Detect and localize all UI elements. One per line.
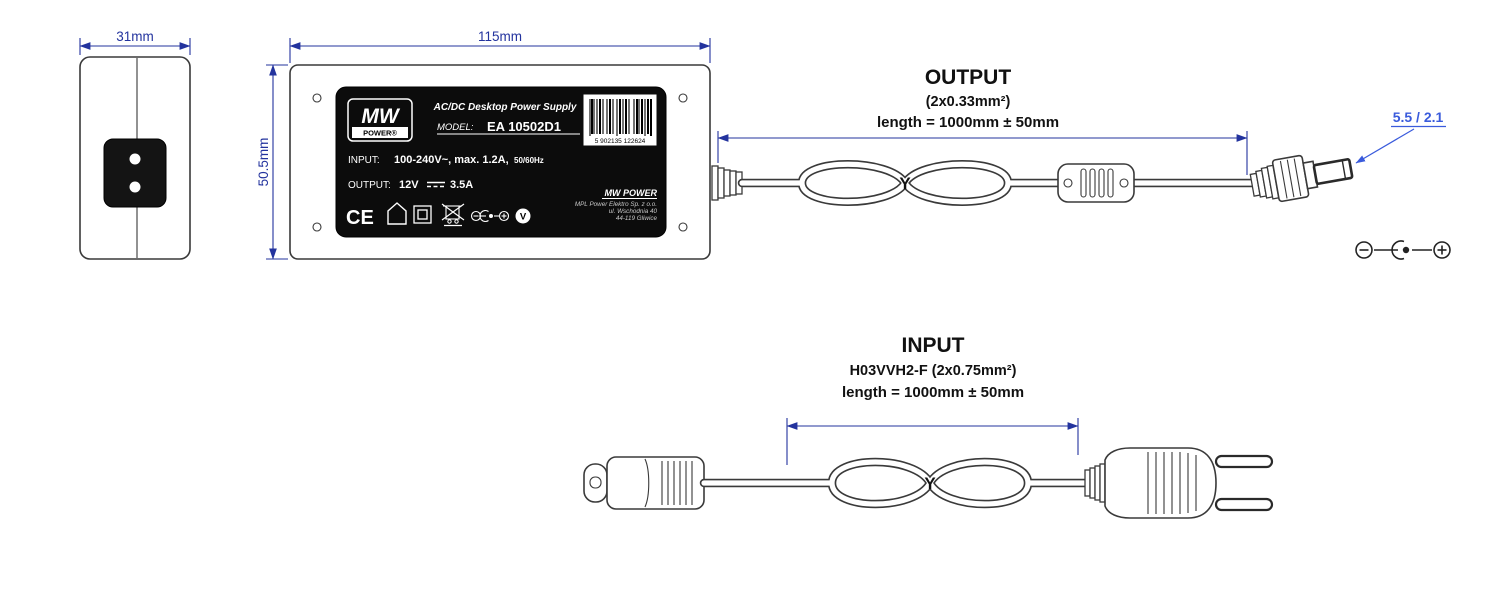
polarity-diagram [1355, 240, 1451, 260]
barcode: 5 902135 122624 [583, 94, 657, 146]
manufacturer-block: MW POWER MPL Power Elektro Sp. z o.o. ul… [575, 188, 658, 222]
input-cable-assembly: INPUT H03VVH2-F (2x0.75mm²) length = 100… [583, 334, 1274, 519]
dc-symbol-icon [427, 181, 445, 188]
screw-hole-icon [678, 222, 688, 232]
input-cable-mark: Y [924, 474, 936, 493]
company-name: MW POWER [605, 188, 658, 198]
dc-plug [1249, 154, 1354, 203]
adapter-top-view: 115mm 50.5mm MW POWER® AC/DC Desktop Pow… [256, 29, 711, 260]
ce-mark-icon: CE [346, 207, 374, 229]
input-value: 100-240V~, max. 1.2A, [394, 154, 509, 166]
logo-mw-text: MW [361, 105, 400, 128]
output-dimension-lines [717, 131, 1248, 175]
output-voltage: 12V [399, 179, 419, 191]
input-frequency: 50/60Hz [514, 156, 544, 165]
screw-hole-icon [312, 222, 322, 232]
company-address-2: ul. Wschodnia 40 [609, 208, 658, 215]
model-label: MODEL: [437, 122, 474, 133]
side-width-dimension: 31mm [116, 29, 154, 44]
model-value: EA 10502D1 [487, 119, 561, 134]
mains-plug [1084, 447, 1274, 519]
plug-size-label: 5.5 / 2.1 [1393, 109, 1444, 125]
c8-inlet-icon [103, 138, 167, 208]
dimension-115mm: 115mm [289, 29, 711, 63]
input-wire-spec: H03VVH2-F (2x0.75mm²) [850, 363, 1017, 379]
company-address-1: MPL Power Elektro Sp. z o.o. [575, 201, 657, 208]
dimension-31mm: 31mm [79, 29, 191, 55]
ferrite-bead [1057, 163, 1135, 203]
screw-hole-icon [312, 93, 322, 103]
company-address-3: 44-119 Gliwice [616, 215, 658, 222]
adapter-side-view: 31mm [79, 29, 191, 260]
output-length-dimension: length = 1000mm ± 50mm [877, 114, 1059, 131]
plug-pin-top [1214, 454, 1274, 469]
product-type: AC/DC Desktop Power Supply [433, 102, 577, 113]
c7-connector [583, 456, 705, 510]
top-width-dimension: 115mm [478, 29, 522, 44]
dimension-50-5mm: 50.5mm [256, 64, 288, 260]
barcode-digits: 5 902135 122624 [595, 138, 646, 145]
weee-icon [441, 203, 465, 227]
mw-power-logo: MW POWER® [347, 98, 413, 142]
output-cable-mark: Y [899, 174, 911, 193]
polarity-icon [470, 209, 510, 223]
input-length-dimension: length = 1000mm ± 50mm [842, 384, 1024, 401]
input-title: INPUT [902, 334, 965, 357]
strain-relief-adapter [711, 165, 743, 201]
input-dimension-lines [786, 418, 1079, 465]
output-current: 3.5A [450, 179, 473, 191]
indoor-use-icon [387, 202, 407, 225]
certification-icons: CE [346, 202, 531, 229]
output-cable [737, 160, 1259, 206]
output-cable-assembly: OUTPUT (2x0.33mm²) length = 1000mm ± 50m… [711, 66, 1451, 260]
plug-size-callout: 5.5 / 2.1 [1355, 109, 1446, 164]
output-label: OUTPUT: [348, 180, 391, 191]
output-wire-spec: (2x0.33mm²) [926, 94, 1011, 110]
input-label: INPUT: [348, 155, 380, 166]
output-title: OUTPUT [925, 66, 1012, 89]
plug-pin-bottom [1214, 497, 1274, 512]
product-label: MW POWER® AC/DC Desktop Power Supply MOD… [335, 86, 667, 238]
class-ii-icon [413, 205, 432, 224]
top-height-dimension: 50.5mm [256, 138, 271, 187]
svg-text:V: V [520, 212, 527, 223]
input-cable [699, 457, 1095, 509]
logo-power-text: POWER® [363, 129, 397, 138]
efficiency-v-icon: V [515, 208, 531, 224]
screw-hole-icon [678, 93, 688, 103]
dc-barrel-tip [1312, 158, 1354, 185]
